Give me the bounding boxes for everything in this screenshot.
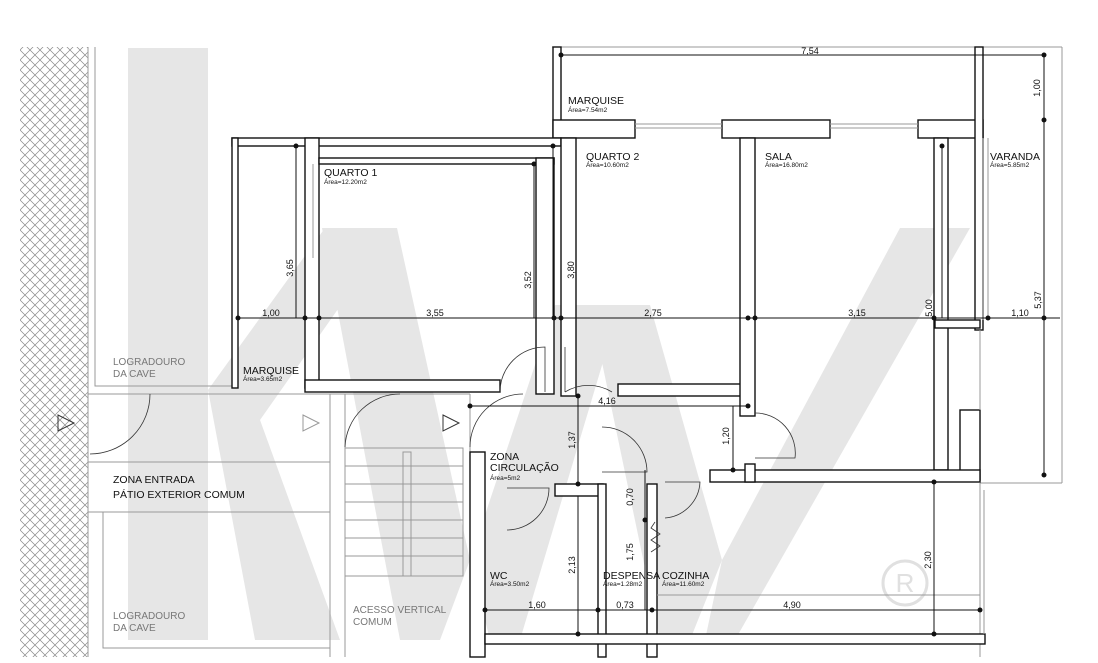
room-area-marquise-top: Área=7.54m2 [568, 105, 608, 114]
room-label-marquise-top: MARQUISE [568, 95, 624, 107]
exterior-label: LOGRADOURO [113, 611, 185, 622]
dimension-label: 3,80 [566, 261, 576, 279]
room-area-wc: Área=3.50m2 [490, 579, 530, 588]
dimension-label: 0,70 [625, 488, 635, 506]
dimension-label: 4,90 [783, 600, 801, 610]
exterior-label: LOGRADOURO [113, 357, 185, 368]
dimension-label: 2,75 [644, 308, 662, 318]
walls [231, 46, 986, 658]
registered-mark-icon [881, 559, 929, 607]
hatched-boundary-wall [20, 47, 88, 657]
dimension-label: 1,10 [1011, 308, 1029, 318]
room-label-varanda: VARANDA [990, 151, 1040, 163]
windows [312, 123, 989, 634]
room-area-sala: Área=16.80m2 [765, 160, 808, 169]
dimension-label: 3,65 [285, 259, 295, 277]
registered-mark-letter: R [896, 568, 915, 598]
entrance-arrow-icon [442, 414, 461, 432]
zona-entrada-label: PÁTIO EXTERIOR COMUM [113, 488, 245, 501]
watermark-logo [128, 48, 970, 640]
dimension-label: 1,75 [625, 543, 635, 561]
room-label-quarto1: QUARTO 1 [324, 167, 377, 179]
acesso-vertical-label: ACESSO VERTICAL [353, 605, 447, 616]
dimension-label: 3,52 [523, 271, 533, 289]
room-area-marquise-left: Área=3.65m2 [243, 374, 283, 383]
room-area-cozinha: Área=11.60m2 [662, 579, 705, 588]
dimension-lines [238, 54, 1060, 634]
dimension-label: 0,73 [616, 600, 634, 610]
exterior-label: DA CAVE [113, 369, 156, 380]
entrance-arrow-icon [57, 414, 76, 432]
acesso-vertical-label: COMUM [353, 617, 392, 628]
dimension-label: 1,60 [528, 600, 546, 610]
zona-entrada-label: ZONA ENTRADA [113, 474, 195, 486]
dimension-label: 4,16 [598, 396, 616, 406]
room-area-quarto2: Área=10.60m2 [586, 160, 629, 169]
room-label-zona-circ-2: CIRCULAÇÃO [490, 461, 559, 474]
dimension-label: 1,20 [721, 427, 731, 445]
dimension-dots [235, 52, 1047, 637]
dimension-label: 3,55 [426, 308, 444, 318]
dimension-label: 3,15 [848, 308, 866, 318]
exterior-label: DA CAVE [113, 623, 156, 634]
room-label-quarto2: QUARTO 2 [586, 151, 639, 163]
doors [89, 346, 796, 553]
room-label-zona-circ-1: ZONA [490, 451, 519, 463]
dimension-label: 5,00 [924, 299, 934, 317]
entrance-arrow-icon [302, 414, 321, 432]
dimension-label: 7,54 [801, 46, 819, 56]
dimension-label: 5,37 [1033, 291, 1043, 309]
dimension-label: 2,13 [567, 556, 577, 574]
room-label-despensa: DESPENSA [603, 570, 660, 582]
room-label-marquise-left: MARQUISE [243, 365, 299, 377]
dimension-label: 2,30 [923, 551, 933, 569]
room-area-quarto1: Área=12.20m2 [324, 177, 367, 186]
room-area-despensa: Área=1.28m2 [603, 579, 643, 588]
dimension-label: 1,00 [1032, 79, 1042, 97]
staircase [344, 447, 464, 577]
dimension-label: 1,00 [262, 308, 280, 318]
dimension-label: 1,37 [567, 431, 577, 449]
room-area-zona-circ: Área=5m2 [490, 473, 521, 482]
room-label-cozinha: COZINHA [662, 570, 709, 582]
room-label-wc: WC [490, 570, 508, 582]
room-label-sala: SALA [765, 151, 792, 163]
room-area-varanda: Área=5.85m2 [990, 160, 1030, 169]
